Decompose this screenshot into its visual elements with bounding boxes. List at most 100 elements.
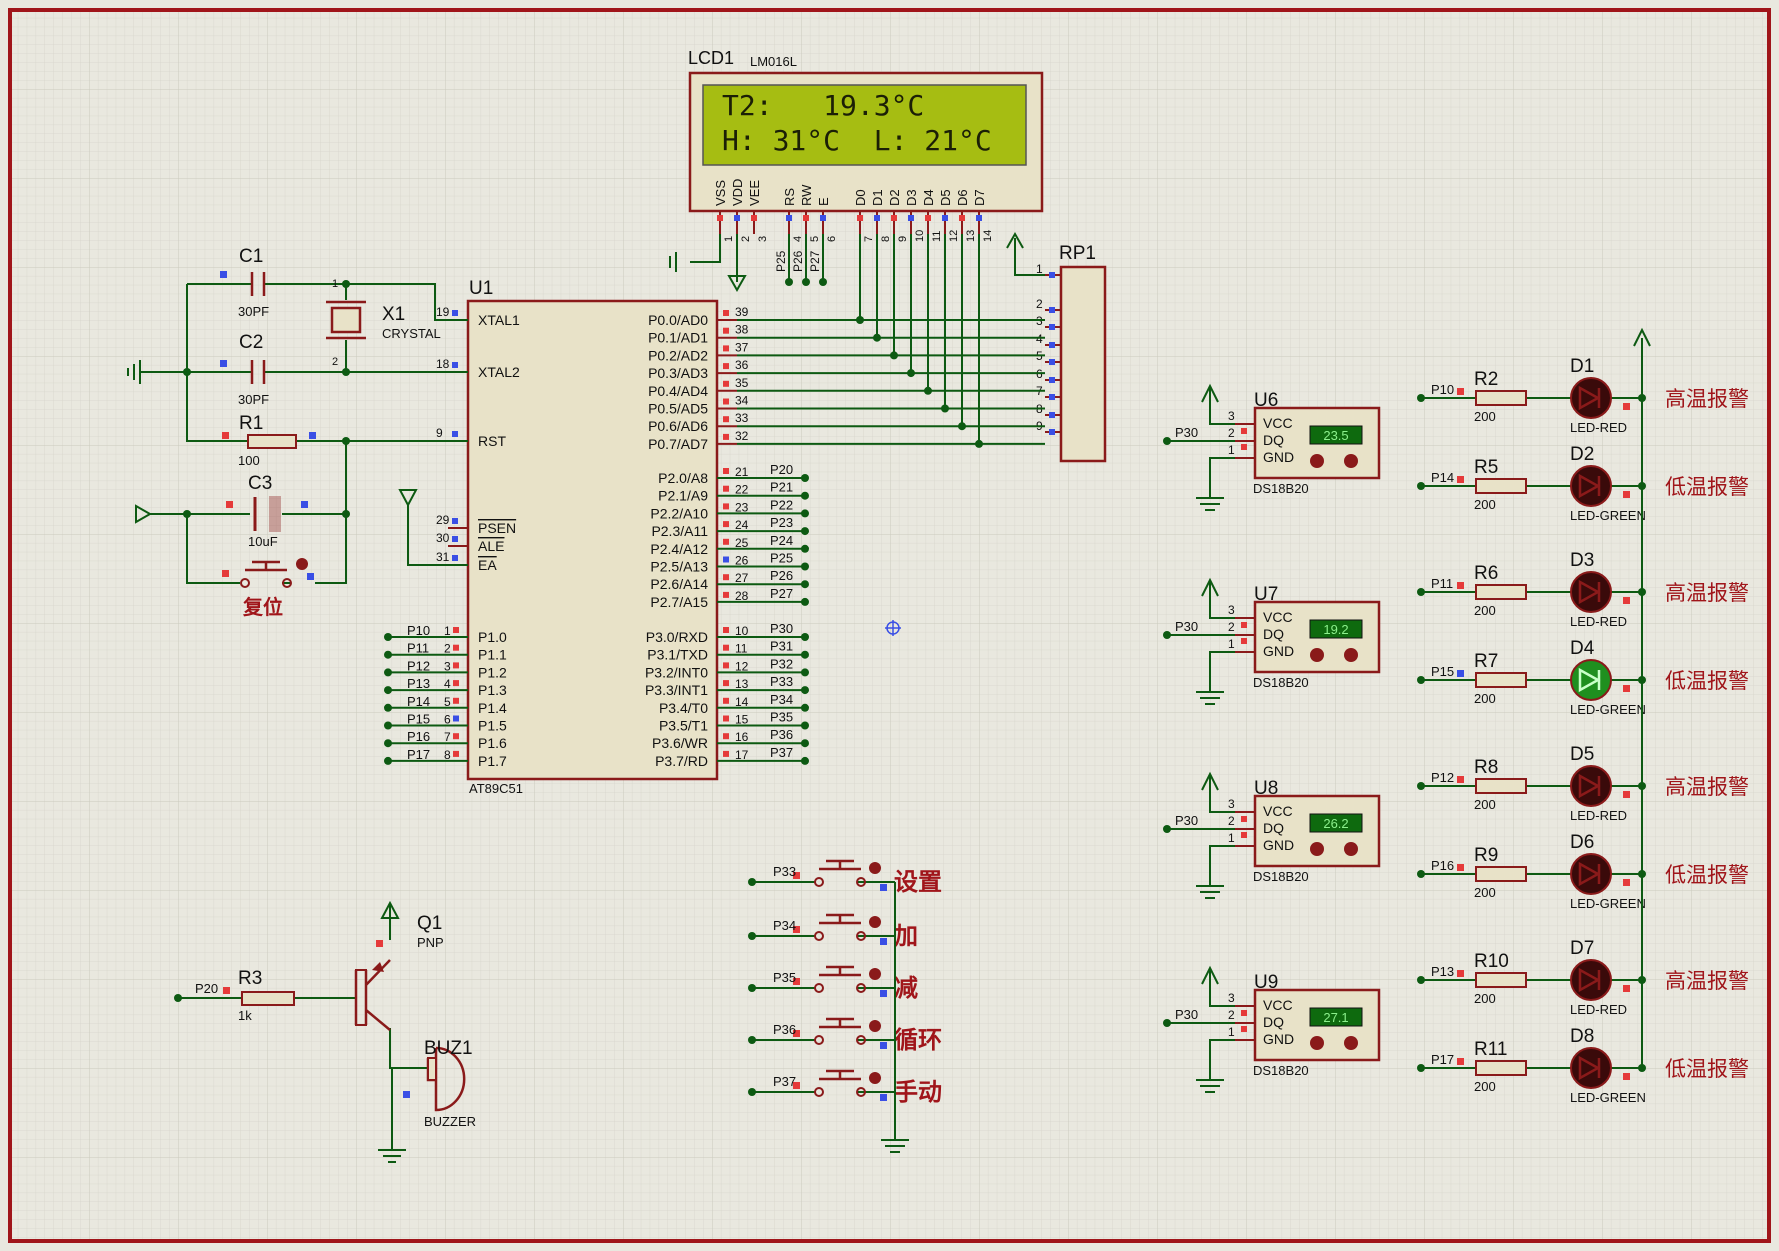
mcu-pin-number: 13 — [735, 677, 749, 691]
c2-ref: C2 — [239, 332, 263, 353]
rp1-ref: RP1 — [1059, 243, 1096, 264]
lcd-model: LM016L — [750, 54, 797, 69]
led-resistor-ref: R10 — [1474, 951, 1509, 972]
sheet-grid — [10, 10, 1769, 1241]
mcu-pin-number: 14 — [735, 695, 749, 709]
led-type: LED-RED — [1570, 420, 1627, 435]
lcd-line-2: H: 31°C L: 21°C — [722, 124, 992, 157]
mcu-model: AT89C51 — [469, 781, 523, 796]
mcu-pin-number: 3 — [444, 659, 451, 673]
button-net-label: P33 — [773, 864, 796, 879]
mcu-pin-name: P0.6/AD6 — [648, 418, 708, 434]
r3-net: P20 — [195, 981, 218, 996]
mcu-pin-number: 15 — [735, 713, 749, 727]
led-resistor-value: 200 — [1474, 1079, 1496, 1094]
led-type: LED-RED — [1570, 614, 1627, 629]
led-resistor-ref: R9 — [1474, 845, 1498, 866]
sensor-pin-number: 2 — [1228, 426, 1235, 440]
mcu-net-label: P12 — [407, 658, 430, 673]
led-net-label: P16 — [1431, 858, 1454, 873]
button-label: 循环 — [894, 1026, 942, 1054]
mcu-net-label: P32 — [770, 656, 793, 671]
lcd-pin-name: D6 — [955, 189, 970, 206]
led-net-label: P12 — [1431, 770, 1454, 785]
sensor-pin-name: VCC — [1263, 997, 1293, 1013]
sensor-model: DS18B20 — [1253, 869, 1309, 884]
mcu-u1[interactable]: U1 AT89C51 XTAL119XTAL218RST9PSEN29ALE30… — [384, 278, 809, 796]
led-ref: D6 — [1570, 832, 1594, 853]
lcd-ref: LCD1 — [688, 48, 734, 68]
mcu-pin-number: 34 — [735, 394, 749, 408]
lcd-pin-name: VSS — [713, 180, 728, 206]
buz1-value: BUZZER — [424, 1114, 476, 1129]
mcu-pin-number: 23 — [735, 500, 749, 514]
sensor-model: DS18B20 — [1253, 675, 1309, 690]
button-net-label: P37 — [773, 1074, 796, 1089]
lcd-module[interactable]: LCD1 LM016L T2: 19.3°C H: 31°C L: 21°C V… — [669, 48, 1044, 293]
led-resistor-value: 200 — [1474, 409, 1496, 424]
led-ref: D3 — [1570, 550, 1594, 571]
sensor-pin-number: 1 — [1228, 1025, 1235, 1039]
led-alarm-label: 低温报警 — [1665, 670, 1749, 693]
lcd-pin-number: 9 — [897, 236, 909, 242]
sensor-pin-name: GND — [1263, 643, 1294, 659]
led-net-label: P15 — [1431, 664, 1454, 679]
lcd-pin-name: RW — [799, 184, 814, 206]
mcu-pin-number: 2 — [444, 642, 451, 656]
mcu-pin-number: 24 — [735, 518, 749, 532]
led-net-label: P11 — [1431, 576, 1453, 591]
mcu-pin-name: P2.6/A14 — [650, 576, 708, 592]
lcd-screen — [702, 84, 1027, 166]
led-type: LED-GREEN — [1570, 896, 1646, 911]
mcu-pin-name: PSEN — [478, 520, 516, 536]
led-ref: D7 — [1570, 938, 1594, 959]
reset-label: 复位 — [242, 595, 283, 619]
led-ref: D4 — [1570, 638, 1595, 659]
mcu-pin-number: 6 — [444, 713, 451, 727]
mcu-net-label: P25 — [770, 551, 793, 566]
rp1-pin-number: 4 — [1036, 332, 1043, 346]
mcu-pin-name: P2.5/A13 — [650, 559, 708, 575]
mcu-net-label: P22 — [770, 497, 793, 512]
sensor-pin-number: 2 — [1228, 1008, 1235, 1022]
led-net-label: P17 — [1431, 1052, 1454, 1067]
mcu-net-label: P11 — [407, 641, 429, 656]
mcu-net-label: P16 — [407, 729, 430, 744]
mcu-pin-name: XTAL1 — [478, 312, 520, 328]
mcu-net-label: P37 — [770, 745, 793, 760]
led-type: LED-RED — [1570, 808, 1627, 823]
mcu-pin-name: P0.3/AD3 — [648, 365, 708, 381]
led-alarm-label: 低温报警 — [1665, 1058, 1749, 1081]
sensor-reading: 19.2 — [1323, 622, 1348, 637]
sensor-pin-number: 1 — [1228, 637, 1235, 651]
lcd-pin-number: 13 — [965, 230, 977, 242]
sensor-net-label: P30 — [1175, 425, 1198, 440]
c1-ref: C1 — [239, 246, 263, 267]
x1-pin2: 2 — [332, 356, 338, 368]
mcu-pin-number: 1 — [444, 624, 451, 638]
sensor-pin-number: 3 — [1228, 797, 1235, 811]
c1-value: 30PF — [238, 304, 269, 319]
mcu-pin-name: P2.7/A15 — [650, 594, 708, 610]
mcu-net-label: P30 — [770, 621, 793, 636]
led-type: LED-GREEN — [1570, 702, 1646, 717]
sensor-pin-number: 3 — [1228, 603, 1235, 617]
